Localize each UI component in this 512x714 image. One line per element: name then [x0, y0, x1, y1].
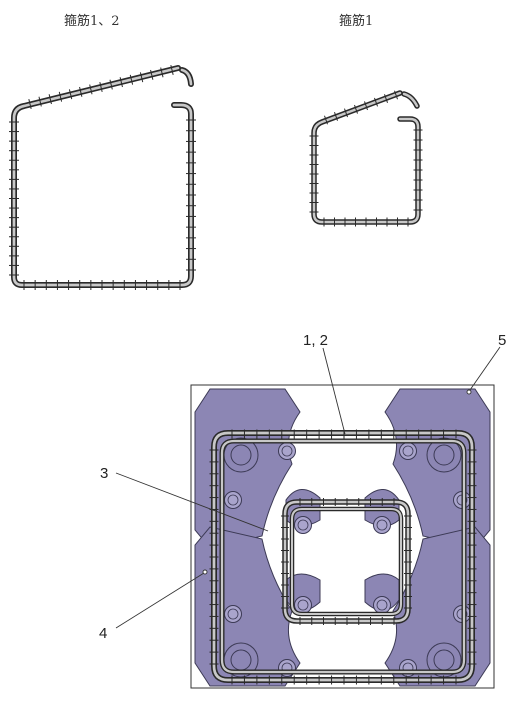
- stirrup-a-top-tick: [58, 91, 63, 102]
- column-cross-section: [190, 384, 495, 689]
- stirrup-b-top-tick: [364, 101, 368, 111]
- anchor-bolt: [230, 444, 252, 466]
- stirrup-a-top-tick: [129, 74, 134, 85]
- leader-3: [115, 472, 269, 532]
- stirrup-a-top-tick: [119, 77, 123, 88]
- stirrup-1-drawing: [309, 90, 423, 227]
- leader-4-dot: [202, 569, 208, 575]
- bolt-inner: [297, 519, 309, 531]
- callout-3: 3: [100, 465, 108, 482]
- leader-5-dot: [466, 389, 472, 395]
- stirrup-a-top-tick: [109, 79, 113, 90]
- title-stirrup-1-2: 箍筋1、2: [64, 13, 120, 29]
- stirrup-1-2-drawing: [9, 65, 196, 290]
- stirrup-a-top-tick: [99, 82, 103, 92]
- bolt-inner: [376, 519, 388, 531]
- section-stirrup-outer-b-inner: [220, 439, 466, 674]
- bolt: [373, 596, 391, 614]
- stirrup-b-top-tick: [374, 97, 378, 107]
- stirrup-b-top-tick: [354, 104, 358, 114]
- stirrup-b-bar-inner: [312, 91, 420, 224]
- stirrup-b-top-tick: [384, 94, 388, 103]
- stirrup-a-top-tick: [48, 94, 52, 105]
- bolt: [224, 491, 242, 509]
- callout-4: 4: [99, 625, 107, 642]
- bolt-inner: [281, 445, 293, 457]
- stirrup-a-top-tick: [170, 65, 174, 75]
- stirrup-b-bar-outer: [311, 90, 421, 225]
- title-stirrup-1: 箍筋1: [339, 13, 373, 29]
- bolt: [224, 605, 242, 623]
- section-stirrups: [209, 429, 477, 685]
- stirrup-b-top-tick: [344, 108, 348, 118]
- section-stirrup-inner-b-inner: [290, 507, 403, 616]
- leader-1-2: [322, 347, 346, 435]
- stirrup-a-bar-inner: [12, 66, 193, 287]
- stirrup-a-top-tick: [89, 84, 93, 95]
- stirrup-a-top-tick: [160, 67, 164, 78]
- stirrup-b-top-tick: [334, 112, 338, 121]
- anchor-bolt: [230, 649, 252, 671]
- anchor-bolt: [433, 649, 455, 671]
- stirrup-a-top-tick: [150, 69, 154, 80]
- bolt: [294, 516, 312, 534]
- callout-5: 5: [498, 332, 506, 349]
- bolt-inner: [227, 608, 239, 620]
- section-stirrup-inner-a-inner: [283, 500, 410, 623]
- stirrup-b-top-tick: [324, 115, 328, 125]
- section-stirrup-outer-a-inner: [212, 431, 474, 682]
- bolt: [373, 516, 391, 534]
- anchor-bolt: [433, 444, 455, 466]
- bolt-inner: [297, 599, 309, 611]
- leader-5: [469, 346, 501, 391]
- bolt-inner: [402, 445, 414, 457]
- stirrup-a-top-tick: [139, 72, 144, 83]
- stirrup-a-top-tick: [38, 96, 42, 107]
- stirrup-a-top-tick: [79, 86, 83, 97]
- stirrup-a-top-tick: [68, 89, 73, 100]
- leader-lines: [115, 346, 501, 629]
- bolt: [278, 442, 296, 460]
- bolt-inner: [227, 494, 239, 506]
- callout-1-2: 1, 2: [303, 332, 328, 349]
- bolt-inner: [376, 599, 388, 611]
- stirrup-b-top-tick: [394, 90, 398, 100]
- bolt: [399, 442, 417, 460]
- leader-4: [115, 572, 205, 629]
- stirrup-a-top-tick: [28, 99, 32, 109]
